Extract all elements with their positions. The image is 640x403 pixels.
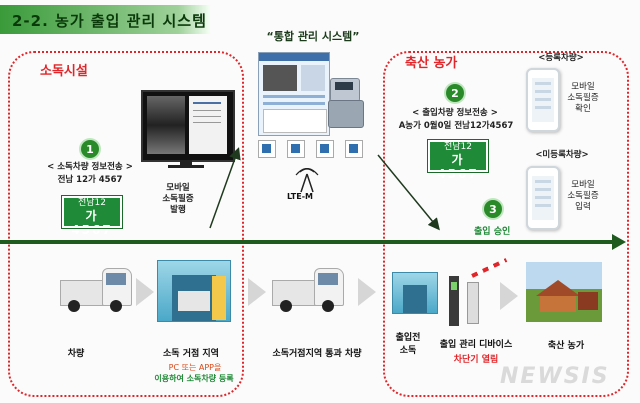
flow-arrow-icon (136, 278, 154, 306)
registered-vehicle-label: <등록차량> (538, 53, 584, 63)
truck-icon (272, 268, 344, 314)
pass-through-vehicle-label: 소독거점지역 통과 차량 (272, 349, 362, 359)
registered-line-3: 확인 (575, 104, 591, 114)
disinfection-facility-box (8, 51, 244, 397)
monitor-icon (141, 90, 235, 162)
newsis-watermark: NEWSIS (500, 364, 610, 389)
mobile-cert-issue-text: 모바일 소독필증 발행 (148, 183, 208, 216)
gate-pillar (212, 276, 226, 320)
registered-line-1: 모바일 (571, 82, 595, 92)
lte-label: LTE-M (287, 192, 313, 201)
system-screen-icon (258, 52, 330, 136)
step-3-badge: 3 (484, 200, 502, 218)
registered-line-2: 소독필증 (567, 93, 599, 103)
pre-entry-disinfection-icon (392, 272, 438, 314)
step-2-title: < 출입차량 정보전송 > (412, 108, 498, 118)
step-2-badge: 2 (446, 84, 464, 102)
page-title: 2-2. 농가 출입 관리 시스템 (12, 12, 207, 30)
divider-arrowhead (612, 234, 626, 250)
flow-arrow-icon (500, 282, 518, 310)
pre-entry-disinfection-label: 출입전 소독 (388, 330, 428, 356)
phone-registered-icon (526, 68, 560, 132)
flow-arrow-icon (358, 278, 376, 306)
app-tile-icon (258, 140, 276, 158)
flow-arrow-icon (248, 278, 266, 306)
pos-terminal-icon (330, 78, 360, 102)
livestock-farm-label: 축산 농가 (405, 56, 458, 71)
plate-line-1: 전남12 (77, 198, 106, 208)
disinfection-zone-label: 소독 거점 지역 (163, 349, 219, 359)
lte-tower-icon (295, 168, 319, 193)
vehicle-label: 차량 (67, 349, 85, 359)
step-1-plate-text: 전남 12가 4567 (57, 175, 123, 185)
truck-icon (60, 268, 132, 314)
entry-approval-label: 출입 승인 (474, 227, 511, 237)
step-1-badge: 1 (81, 140, 99, 158)
mobile-cert-line-1: 모바일 (166, 183, 190, 193)
monitor-base (168, 165, 204, 168)
section-divider (0, 240, 615, 244)
license-plate-left: 전남12 가 4567 (61, 195, 123, 237)
disinfection-facility-label: 소독시설 (40, 64, 88, 79)
app-tile-icon (316, 140, 334, 158)
license-plate-right: 전남12 가 4567 (427, 139, 489, 181)
plate-line-2: 가 4567 (437, 153, 479, 181)
unregistered-line-1: 모바일 (571, 180, 595, 190)
plate-line-1: 전남12 (443, 142, 472, 152)
mobile-cert-line-3: 발행 (170, 205, 186, 215)
monitor-stand (180, 160, 192, 166)
integrated-system-label: “통합 관리 시스템” (266, 30, 360, 43)
livestock-farm-box (383, 51, 629, 397)
farm-label: 축산 농가 (547, 341, 585, 351)
access-device-icon (449, 276, 459, 326)
step-1-title: < 소독차량 정보전송 > (47, 162, 133, 172)
terminal-base-icon (328, 100, 364, 128)
pre-entry-line-2: 소독 (399, 346, 417, 356)
unregistered-line-3: 입력 (575, 202, 591, 212)
step-2-detail: A농가 0월0일 전남12가4567 (398, 121, 514, 131)
unregistered-vehicle-label: <미등록차량> (535, 150, 589, 160)
mobile-cert-line-2: 소독필증 (162, 194, 194, 204)
app-tile-icon (345, 140, 363, 158)
disinfection-note-line-1: PC 또는 APP을 (168, 363, 222, 372)
unregistered-mobile-cert-input: 모바일 소독필증 입력 (560, 180, 606, 213)
farm-image (526, 262, 602, 322)
phone-unregistered-icon (526, 166, 560, 230)
barrier-open-label: 차단기 열림 (453, 355, 499, 365)
title-banner (0, 5, 210, 34)
pre-entry-line-1: 출입전 (395, 333, 421, 343)
app-tile-icon (287, 140, 305, 158)
unregistered-line-2: 소독필증 (567, 191, 599, 201)
access-device-label: 출입 관리 디바이스 (439, 340, 513, 350)
disinfection-note-line-2: 이용하여 소독차량 등록 (154, 374, 234, 383)
barrier-post-icon (467, 282, 479, 324)
plate-line-2: 가 4567 (71, 209, 113, 237)
registered-mobile-cert-check: 모바일 소독필증 확인 (560, 82, 606, 115)
